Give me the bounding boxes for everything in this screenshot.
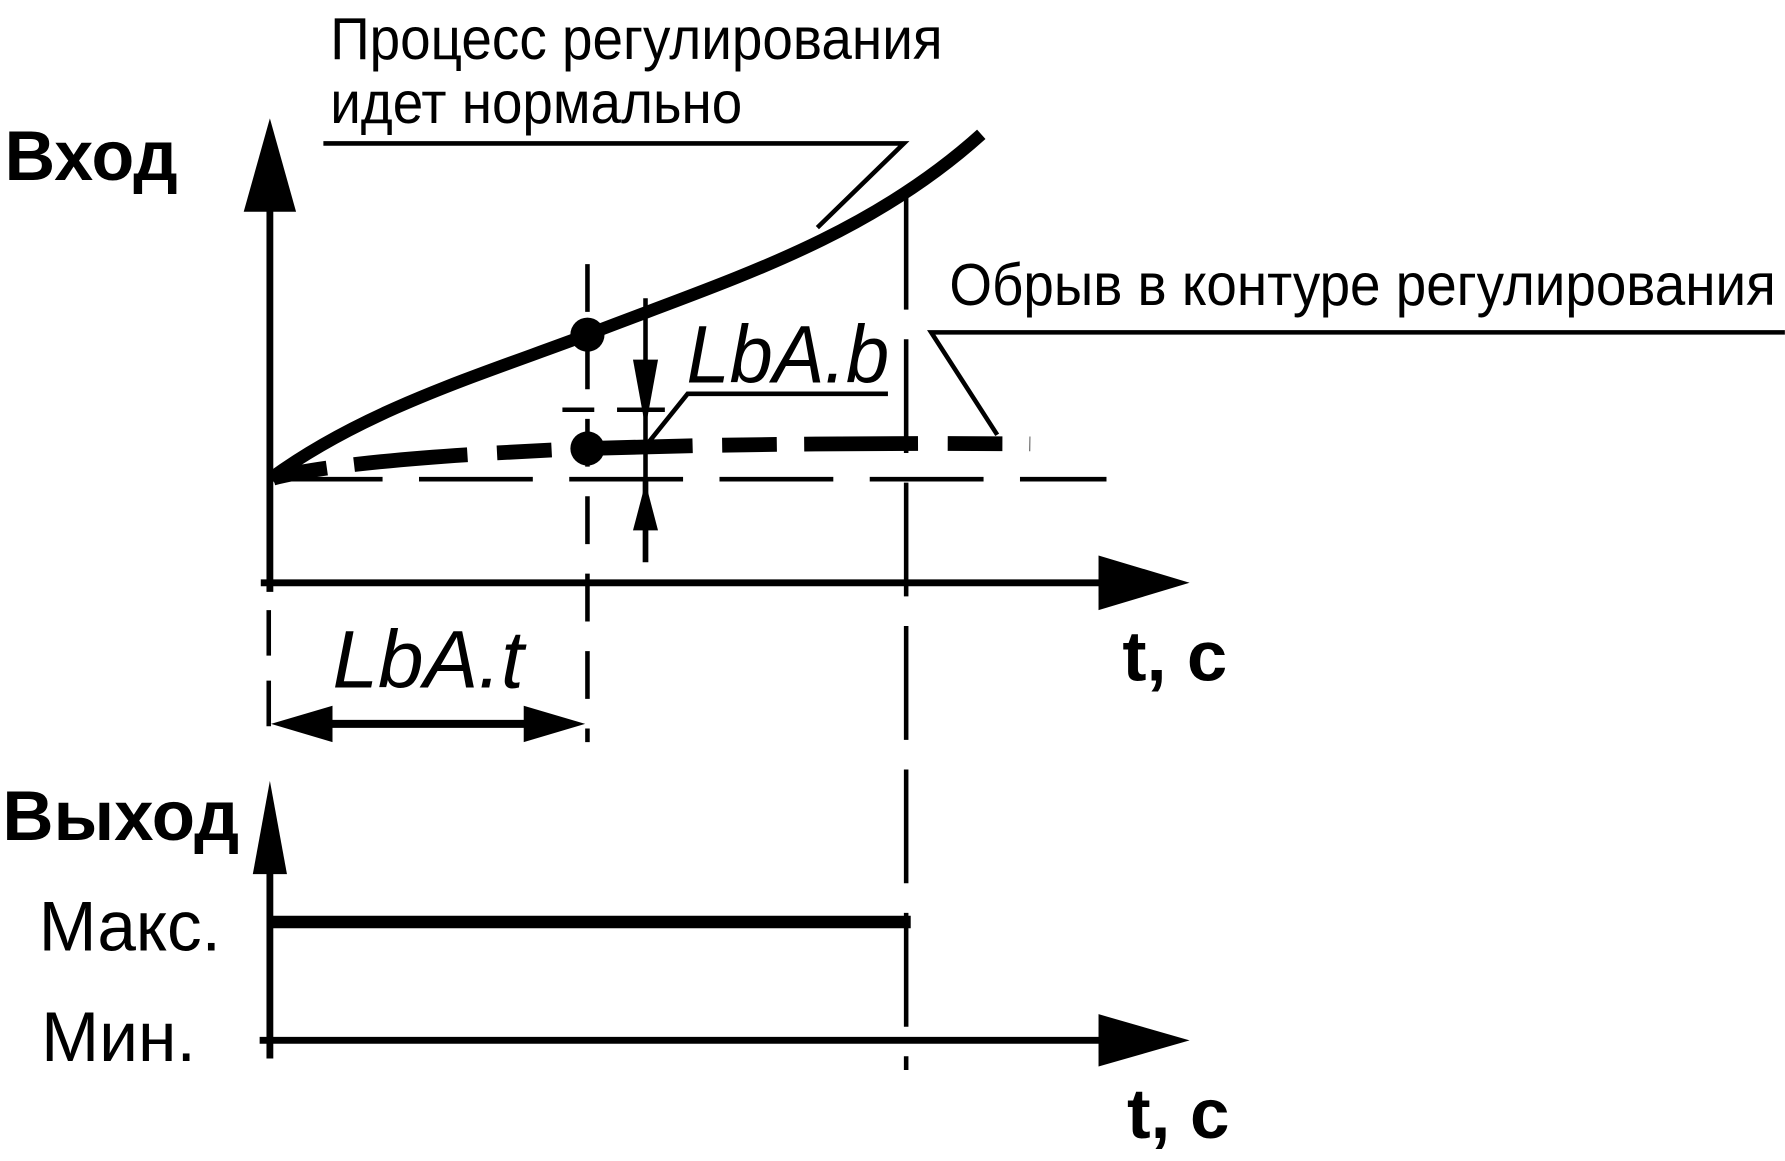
normal-process-annotation-line1: Процесс регулирования	[330, 5, 942, 72]
time-axis-label-bottom: t, c	[1127, 1074, 1229, 1153]
lbab-dimension	[632, 298, 659, 563]
normal-process-annotation-line2: идет нормально	[330, 69, 742, 136]
normal-process-point	[570, 317, 605, 352]
arrow-up-icon	[243, 118, 297, 212]
arrow-right-icon	[523, 705, 586, 743]
input-axis-label: Вход	[5, 116, 178, 195]
time-axis-label-top: t, c	[1122, 617, 1227, 696]
normal-process-leader	[323, 141, 910, 230]
arrow-up-icon	[632, 482, 659, 531]
output-time-axis	[259, 1014, 1190, 1067]
input-time-axis	[260, 555, 1190, 611]
lbat-dimension	[271, 705, 586, 743]
normal-process-curve	[267, 129, 986, 484]
loop-break-leader	[927, 330, 1785, 437]
arrow-up-icon	[252, 780, 287, 875]
input-y-axis	[243, 118, 297, 592]
output-y-axis	[252, 780, 287, 1059]
lbab-leader	[643, 391, 888, 448]
loop-break-annotation: Обрыв в контуре регулирования	[949, 251, 1775, 318]
output-level-max: Макс.	[39, 886, 221, 965]
output-axis-label: Выход	[2, 776, 239, 855]
output-level-min: Мин.	[41, 997, 196, 1076]
arrow-right-icon	[1098, 1014, 1190, 1067]
loop-break-curve	[271, 436, 1031, 486]
lbab-parameter-label: LbA.b	[686, 309, 889, 400]
arrow-down-icon	[632, 359, 659, 428]
arrow-left-icon	[271, 705, 333, 743]
arrow-right-icon	[1098, 555, 1190, 611]
loop-break-point	[570, 431, 605, 466]
lbat-parameter-label: LbA.t	[332, 614, 526, 705]
